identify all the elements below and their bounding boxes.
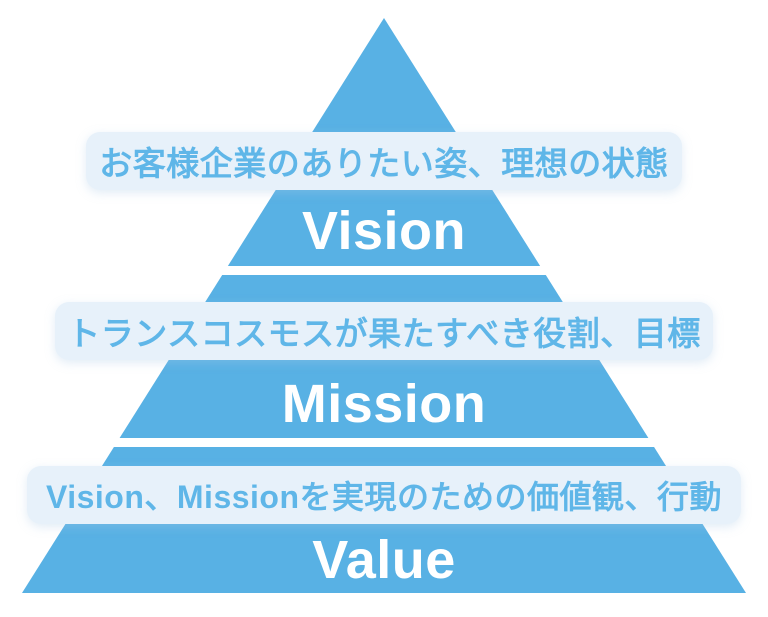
tier-divider-2 [0,438,768,447]
tier-divider-1 [0,266,768,275]
mission-description-text: トランスコスモスが果たすべき役割、目標 [67,315,701,352]
mission-description-band: トランスコスモスが果たすべき役割、目標 [55,302,713,360]
vision-description-text: お客様企業のありたい姿、理想の状態 [99,145,669,182]
value-tier-label: Value [312,530,456,590]
value-description-band: Vision、Missionを実現のための価値観、行動 [27,466,741,524]
value-description-text: Vision、Missionを実現のための価値観、行動 [45,479,723,515]
mission-tier-label: Mission [281,374,487,434]
vision-description-band: お客様企業のありたい姿、理想の状態 [86,132,682,190]
vision-tier-label: Vision [301,201,467,261]
